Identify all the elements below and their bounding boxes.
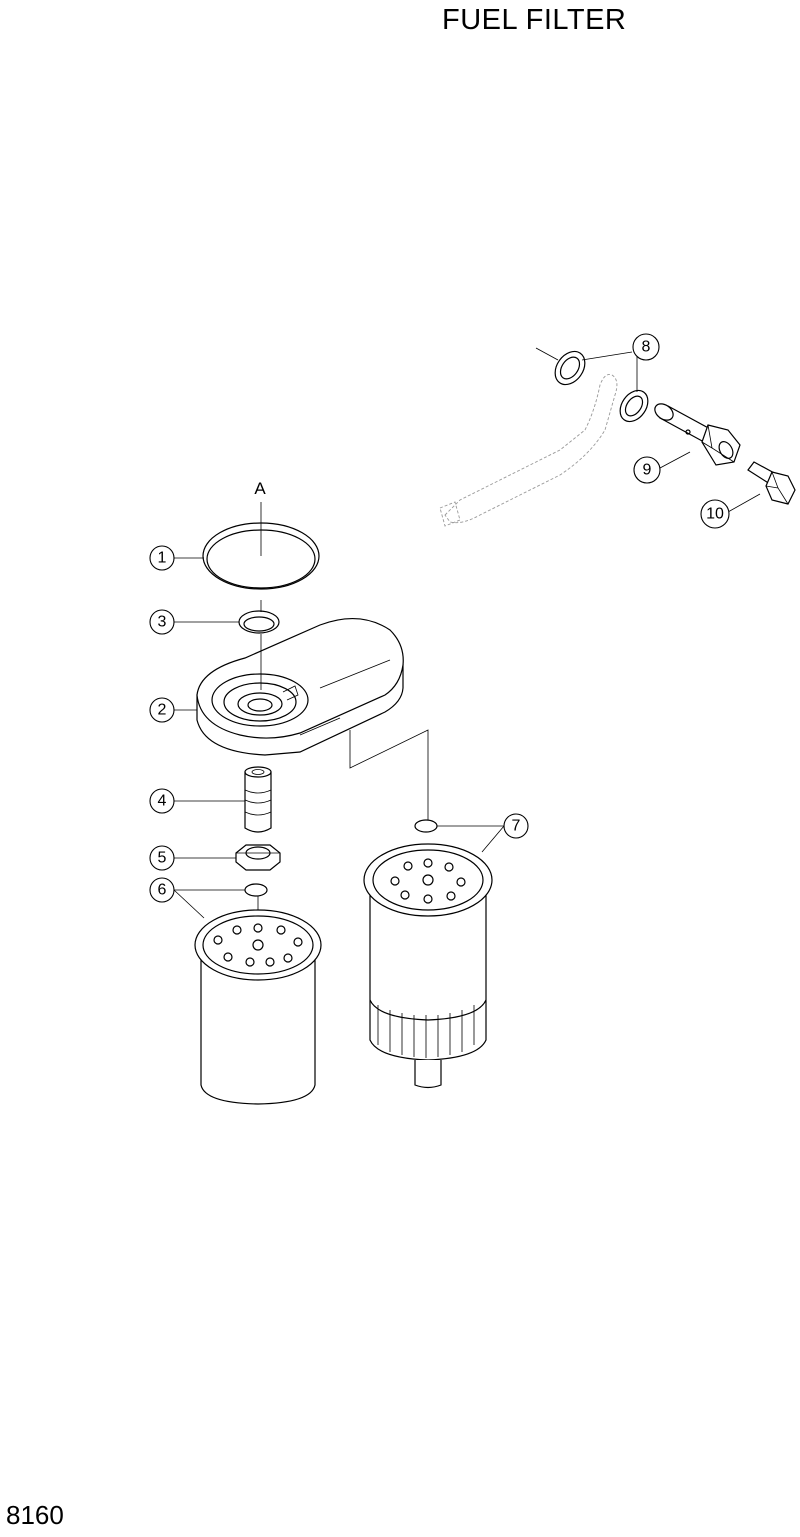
callout-10: 10 <box>700 499 730 529</box>
hex-nut <box>235 844 281 871</box>
svg-text:2: 2 <box>158 702 167 719</box>
callout-8: 8 <box>632 333 660 361</box>
callout-4: 4 <box>149 788 175 814</box>
callout-9: 9 <box>633 456 661 484</box>
svg-text:1: 1 <box>158 550 167 567</box>
callout-7: 7 <box>503 813 529 839</box>
page-number: 8160 <box>6 1500 64 1530</box>
callout-5: 5 <box>149 845 175 871</box>
filter-cartridge-right <box>363 843 493 1089</box>
callout-1: 1 <box>149 545 175 571</box>
seal-ring-7 <box>414 819 438 833</box>
filter-cartridge-left <box>194 909 322 1105</box>
svg-text:4: 4 <box>158 793 167 810</box>
svg-text:6: 6 <box>158 882 167 899</box>
svg-text:7: 7 <box>512 818 521 835</box>
callout-2: 2 <box>149 697 175 723</box>
svg-text:3: 3 <box>158 614 167 631</box>
o-ring-small <box>238 610 280 634</box>
svg-text:9: 9 <box>643 462 652 479</box>
view-label-a: A <box>254 479 266 498</box>
washer-pair <box>554 350 649 423</box>
svg-text:8: 8 <box>642 339 651 356</box>
ghost-fuel-pipe <box>439 374 618 527</box>
svg-text:5: 5 <box>158 850 167 867</box>
nipple <box>244 766 272 833</box>
svg-text:10: 10 <box>706 506 724 523</box>
page-title: FUEL FILTER <box>442 4 627 36</box>
leader-lines <box>173 351 761 919</box>
banjo-bolt <box>654 403 741 466</box>
seal-ring-6 <box>244 883 268 897</box>
filter-head <box>196 617 404 756</box>
hex-bolt <box>747 461 796 505</box>
callout-3: 3 <box>149 609 175 635</box>
callout-6: 6 <box>149 877 175 903</box>
